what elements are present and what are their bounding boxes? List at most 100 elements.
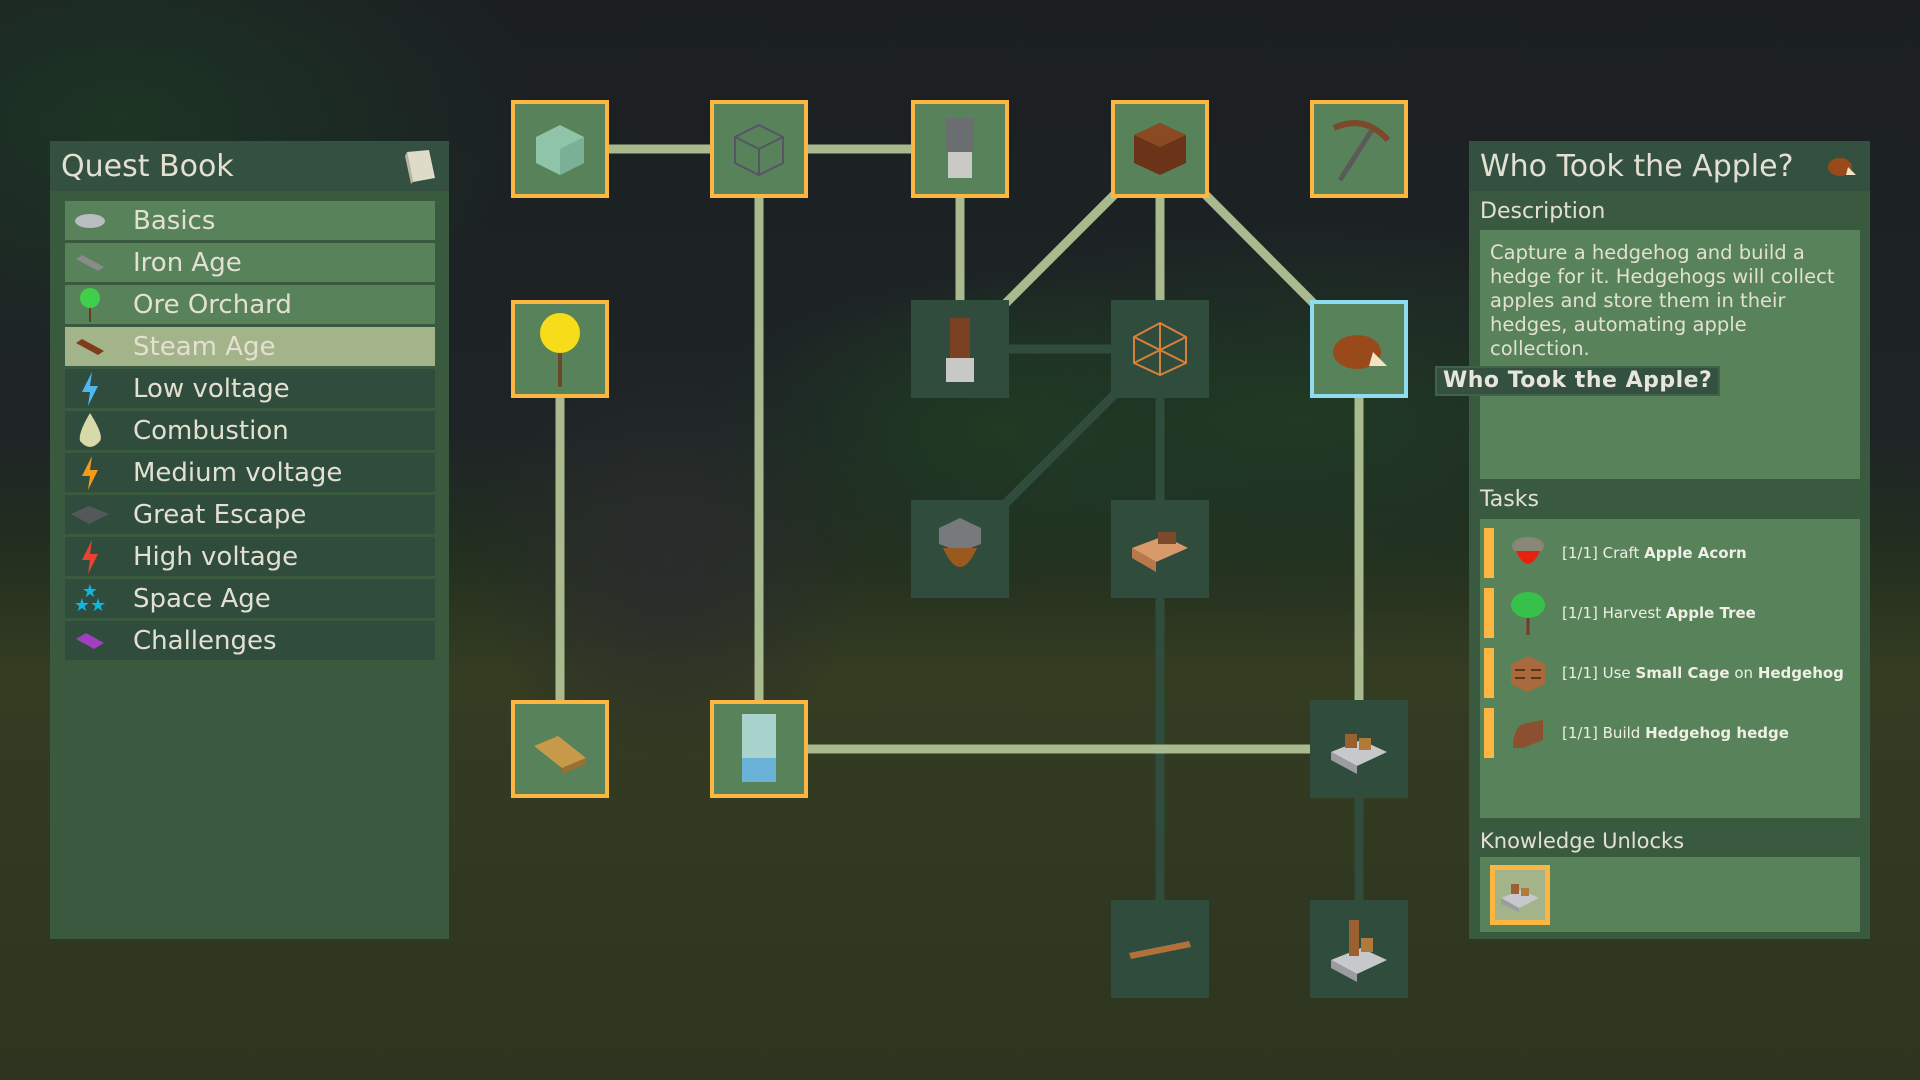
quest-node-pickaxe[interactable] <box>1310 100 1408 198</box>
quest-book-panel: Quest Book Basics Iron Age Ore Orchard S… <box>50 141 449 939</box>
task-progress: [1/1] <box>1562 724 1598 742</box>
slab-icon <box>71 505 109 524</box>
quest-detail-panel: Who Took the Apple? Description Capture … <box>1469 141 1870 939</box>
quest-node-hedge-machine[interactable] <box>1310 700 1408 798</box>
quest-category-basics[interactable]: Basics <box>65 201 435 240</box>
category-label: Great Escape <box>133 499 307 530</box>
lightning-icon <box>82 455 98 490</box>
quest-node-hedgehog[interactable] <box>1310 300 1408 398</box>
quest-node-furnace-machine[interactable] <box>1310 900 1408 998</box>
droplet-icon <box>79 412 101 447</box>
category-label: Steam Age <box>133 331 276 362</box>
task-target: Small Cage <box>1635 664 1730 682</box>
task-item[interactable]: [1/1] Harvest Apple Tree <box>1484 588 1854 638</box>
quest-category-ore-orchard[interactable]: Ore Orchard <box>65 285 435 324</box>
quest-book-header: Quest Book <box>50 141 449 191</box>
task-item[interactable]: [1/1] Build Hedgehog hedge <box>1484 708 1854 758</box>
description-box: Capture a hedgehog and build a hedge for… <box>1480 230 1860 479</box>
wood-block-icon <box>1134 123 1186 175</box>
task-target: Apple Acorn <box>1644 544 1747 562</box>
task-complete-bar <box>1484 648 1494 698</box>
category-label: Space Age <box>133 583 271 614</box>
task-item[interactable]: [1/1] Use Small Cage on Hedgehog <box>1484 648 1854 698</box>
furnace-machine-icon <box>1331 920 1387 982</box>
plank-icon <box>1129 941 1191 959</box>
task-item[interactable]: [1/1] Craft Apple Acorn <box>1484 528 1854 578</box>
beehive-icon <box>939 518 981 567</box>
task-verb: Use <box>1602 664 1631 682</box>
quest-category-medium-voltage[interactable]: Medium voltage <box>65 453 435 492</box>
quest-category-great-escape[interactable]: Great Escape <box>65 495 435 534</box>
quest-detail-title: Who Took the Apple? <box>1480 148 1794 184</box>
category-label: High voltage <box>133 541 299 572</box>
small-cage-icon <box>1511 656 1545 692</box>
gold-ingot-icon <box>534 736 586 774</box>
quest-node-stone-pillar[interactable] <box>911 100 1009 198</box>
quest-book-title: Quest Book <box>61 148 234 184</box>
task-verb: Craft <box>1602 544 1640 562</box>
glass-cube-icon <box>536 125 584 175</box>
tasks-box: [1/1] Craft Apple Acorn [1/1] Harvest Ap… <box>1480 519 1860 818</box>
hedgehog-icon <box>1333 335 1387 369</box>
task-complete-bar <box>1484 588 1494 638</box>
book-icon[interactable] <box>401 148 437 184</box>
apple-tree-icon <box>1511 592 1545 635</box>
quest-node-gold-ingot[interactable] <box>511 700 609 798</box>
lightning-icon <box>82 371 98 406</box>
apple-acorn-icon <box>1512 537 1544 564</box>
quest-detail-header: Who Took the Apple? <box>1469 141 1870 191</box>
category-label: Medium voltage <box>133 457 343 488</box>
quest-node-beehive[interactable] <box>911 500 1009 598</box>
hedgehog-icon <box>1828 158 1856 176</box>
lightning-icon <box>82 539 98 574</box>
quest-node-wood-block[interactable] <box>1111 100 1209 198</box>
task-progress: [1/1] <box>1562 664 1598 682</box>
task-complete-bar <box>1484 708 1494 758</box>
quest-node-golden-tree[interactable] <box>511 300 609 398</box>
wood-plank-icon <box>76 338 104 355</box>
quest-category-high-voltage[interactable]: High voltage <box>65 537 435 576</box>
task-complete-bar <box>1484 528 1494 578</box>
hedge-machine-icon <box>1501 884 1539 912</box>
task-target: Hedgehog <box>1757 664 1844 682</box>
quest-category-combustion[interactable]: Combustion <box>65 411 435 450</box>
quest-node-plank[interactable] <box>1111 900 1209 998</box>
category-label: Low voltage <box>133 373 290 404</box>
category-label: Iron Age <box>133 247 242 278</box>
category-label: Basics <box>133 205 216 236</box>
category-label: Ore Orchard <box>133 289 292 320</box>
quest-node-orange-frame[interactable] <box>1111 300 1209 398</box>
golden-tree-icon <box>540 313 580 387</box>
glass-bottle-icon <box>742 714 776 782</box>
orange-frame-icon <box>1133 321 1187 377</box>
quest-category-iron-age[interactable]: Iron Age <box>65 243 435 282</box>
iron-ingot-icon <box>76 254 104 271</box>
task-target: Apple Tree <box>1665 604 1756 622</box>
quest-node-workbench[interactable] <box>1111 500 1209 598</box>
knowledge-unlocks-box <box>1480 857 1860 932</box>
quest-category-low-voltage[interactable]: Low voltage <box>65 369 435 408</box>
pickaxe-icon <box>1332 120 1391 182</box>
wood-post-icon <box>946 318 974 382</box>
category-label: Combustion <box>133 415 289 446</box>
hedge-icon <box>1513 720 1543 748</box>
quest-node-wireframe-cube[interactable] <box>710 100 808 198</box>
workbench-icon <box>1132 532 1188 572</box>
quest-category-challenges[interactable]: Challenges <box>65 621 435 660</box>
wireframe-cube-icon <box>734 123 784 177</box>
quest-node-wood-post[interactable] <box>911 300 1009 398</box>
category-label: Challenges <box>133 625 277 656</box>
quest-node-glass-cube[interactable] <box>511 100 609 198</box>
unlock-item[interactable] <box>1490 865 1550 925</box>
task-preposition: on <box>1734 664 1754 682</box>
stone-pillar-icon <box>946 118 974 178</box>
quest-category-space-age[interactable]: ★★★ Space Age <box>65 579 435 618</box>
stars-icon: ★★★ <box>73 580 107 616</box>
quest-category-steam-age[interactable]: Steam Age <box>65 327 435 366</box>
task-verb: Build <box>1602 724 1641 742</box>
quest-node-glass-bottle[interactable] <box>710 700 808 798</box>
tree-icon <box>80 287 100 322</box>
task-verb: Harvest <box>1602 604 1662 622</box>
description-text: Capture a hedgehog and build a hedge for… <box>1490 241 1835 360</box>
hedge-machine-icon <box>1331 734 1387 774</box>
